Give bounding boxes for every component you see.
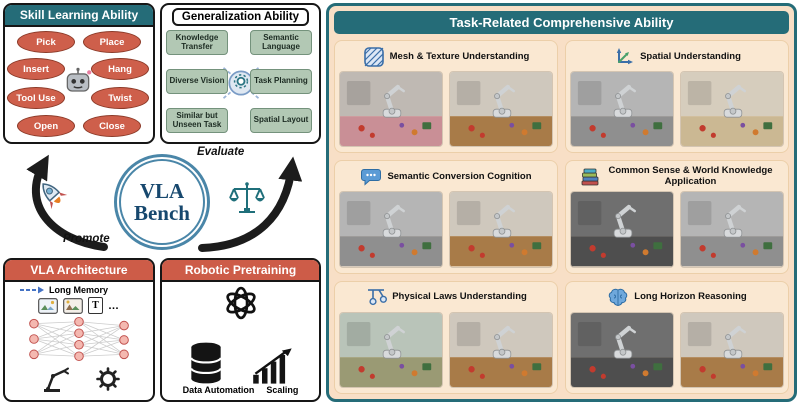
balance-scale-icon (229, 182, 265, 213)
architecture-icons-row (38, 364, 120, 394)
gen-similar-unseen-task: Similar but Unseen Task (166, 108, 228, 133)
modalities-row: T … (38, 297, 120, 314)
promote-arrow (26, 154, 108, 251)
robot-face-icon (66, 67, 92, 92)
cycle-arrows (26, 154, 303, 252)
scene-thumbnail (680, 71, 784, 148)
robotic-pretraining-panel: Robotic Pretraining (160, 258, 321, 402)
long-memory-row: Long Memory (19, 285, 108, 295)
ellipsis: … (108, 299, 120, 312)
scene-thumbnail (680, 311, 784, 388)
pretraining-panel-title: Robotic Pretraining (162, 260, 319, 282)
scene-thumbnail (449, 311, 553, 388)
vla-architecture-panel: VLA Architecture Long Memory (3, 258, 155, 402)
scene-thumbnail (449, 191, 553, 268)
ability-cell-spatial: Spatial Understanding (565, 40, 789, 154)
comprehensive-ability-panel: Task-Related Comprehensive Ability Mesh … (326, 3, 797, 402)
rocket-icon (42, 183, 68, 210)
ability-cell-mesh-texture: Mesh & Texture Understanding (334, 40, 558, 154)
speech-bubble-icon (361, 169, 382, 186)
text-modality-icon: T (88, 297, 103, 314)
scene-thumbnail (339, 71, 443, 148)
long-memory-arrow-icon (20, 286, 44, 294)
skill-twist: Twist (91, 87, 149, 109)
long-memory-label: Long Memory (49, 285, 109, 295)
scene-thumbnail (339, 311, 443, 388)
axes-icon (616, 48, 634, 65)
ability-cell-physical-laws: Physical Laws Understanding (334, 280, 558, 394)
scene-thumbnail (339, 191, 443, 268)
gear-icon (96, 367, 120, 391)
scene-thumbnail (570, 71, 674, 148)
evaluate-arrow (198, 156, 303, 252)
generalization-panel-title: Generalization Ability (171, 8, 310, 26)
pretraining-icons-row (187, 322, 295, 385)
pretraining-panel-body: Data Automation Scaling (162, 282, 319, 399)
evaluate-label: Evaluate (197, 146, 245, 158)
gen-semantic-language: Semantic Language (250, 30, 312, 55)
gen-diverse-vision: Diverse Vision (166, 69, 228, 94)
scene-thumbnail (449, 71, 553, 148)
ability-cell-long-horizon: Long Horizon Reasoning (565, 280, 789, 394)
skill-panel-body: Pick Place Insert Hang Tool Use Twist Op… (5, 27, 153, 141)
pendulum-icon (368, 288, 388, 305)
skill-pick: Pick (17, 31, 75, 53)
image-icon (38, 297, 58, 314)
ability-title: Spatial Understanding (640, 50, 741, 62)
gen-spatial-layout: Spatial Layout (250, 108, 312, 133)
scene-thumbnail (570, 311, 674, 388)
books-icon (581, 168, 598, 186)
generalization-panel: Generalization Ability Knowledge Transfe… (160, 3, 321, 144)
scaling-label: Scaling (266, 385, 299, 395)
skill-tool-use: Tool Use (7, 87, 65, 109)
vla-bench-line2: Bench (133, 201, 190, 225)
scene-thumbnail (680, 191, 784, 268)
ability-title: Physical Laws Understanding (392, 291, 527, 303)
database-icon (189, 342, 222, 384)
comprehensive-panel-title: Task-Related Comprehensive Ability (334, 11, 789, 34)
skill-place: Place (83, 31, 141, 53)
gen-task-planning: Task Planning (250, 69, 312, 94)
skill-insert: Insert (7, 58, 65, 80)
openai-logo-icon (225, 286, 256, 320)
ability-cell-semantic-conversion: Semantic Conversion Cognition (334, 160, 558, 274)
skill-panel-title: Skill Learning Ability (5, 5, 153, 27)
vla-bench-line1: VLA (139, 178, 185, 203)
ability-cell-common-sense: Common Sense & World Knowledge Applicati… (565, 160, 789, 274)
ability-title: Long Horizon Reasoning (634, 291, 747, 303)
pretraining-labels-row: Data Automation Scaling (183, 385, 299, 395)
brain-icon (609, 288, 628, 306)
skill-open: Open (17, 115, 75, 137)
architecture-panel-body: Long Memory T … (5, 282, 153, 399)
skill-learning-panel: Skill Learning Ability Pick Place Insert… (3, 3, 155, 144)
image-icon (63, 297, 83, 314)
skill-close: Close (83, 115, 141, 137)
promote-label: Promote (63, 233, 110, 245)
texture-icon (363, 47, 384, 67)
architecture-panel-title: VLA Architecture (5, 260, 153, 282)
robot-arm-icon (44, 367, 69, 392)
data-automation-label: Data Automation (182, 385, 255, 395)
scene-thumbnail (570, 191, 674, 268)
ability-title: Mesh & Texture Understanding (389, 50, 530, 62)
skill-hang: Hang (91, 58, 149, 80)
ability-title: Common Sense & World Knowledge Applicati… (608, 165, 773, 188)
generalization-panel-body: Knowledge Transfer Semantic Language Div… (162, 28, 319, 138)
ability-title: Semantic Conversion Cognition (387, 170, 532, 182)
neural-network-icon (29, 316, 129, 362)
ability-grid: Mesh & Texture Understanding (334, 40, 789, 394)
thinking-head-icon (222, 67, 260, 99)
scaling-bars-icon (252, 348, 292, 384)
gen-knowledge-transfer: Knowledge Transfer (166, 30, 228, 55)
vla-bench-circle: VLA Bench (114, 154, 210, 250)
